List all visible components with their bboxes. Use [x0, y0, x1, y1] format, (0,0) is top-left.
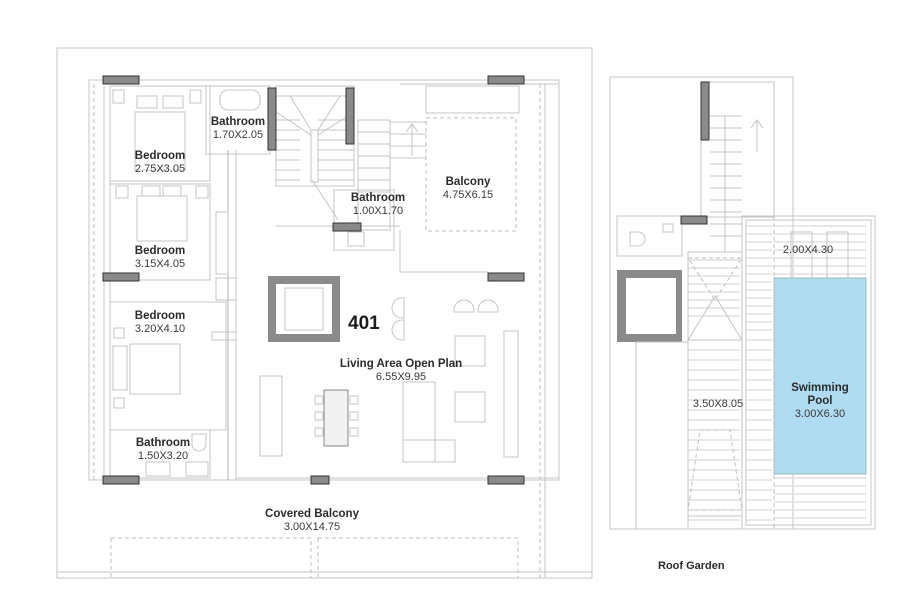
room-name: Bedroom: [134, 150, 186, 162]
main-floor-plan: [56, 47, 593, 579]
room-dims: 1.70X2.05: [212, 129, 264, 142]
roof-label-pool: Swimming Pool 3.00X6.30: [791, 382, 849, 421]
unit-number: 401: [348, 313, 380, 334]
roof-label-terrace: 3.50X8.05: [693, 398, 743, 411]
pool-water: [773, 277, 867, 475]
pool-name-line2: Pool: [807, 395, 833, 408]
pool-name-line1: Swimming: [791, 382, 849, 394]
room-dims: 1.50X3.20: [137, 450, 189, 463]
area-dims: 3.50X8.05: [692, 398, 744, 410]
room-dims: 4.75X6.15: [442, 189, 494, 202]
room-dims: 3.00X14.75: [283, 521, 341, 534]
room-label-bedroom-1: Bedroom 2.75X3.05: [135, 150, 185, 176]
room-label-bathroom-2: Bathroom 1.00X1.70: [351, 192, 405, 218]
room-name: Living Area Open Plan: [339, 358, 463, 370]
room-name: Bedroom: [134, 310, 186, 322]
room-name: Covered Balcony: [265, 508, 359, 520]
room-name: Bathroom: [135, 437, 191, 449]
room-dims: 6.55X9.95: [375, 371, 427, 384]
room-name: Bedroom: [134, 245, 186, 257]
area-dims: 2.00X4.30: [782, 244, 834, 256]
room-name: Bathroom: [350, 192, 406, 204]
room-label-living-area: Living Area Open Plan 6.55X9.95: [340, 358, 462, 384]
room-name: Balcony: [445, 176, 491, 188]
roof-label-deck: 2.00X4.30: [783, 244, 833, 257]
roof-plan: [609, 76, 876, 530]
room-label-bedroom-2: Bedroom 3.15X4.05: [135, 245, 185, 271]
room-label-balcony: Balcony 4.75X6.15: [443, 176, 493, 202]
room-dims: 2.75X3.05: [134, 163, 186, 176]
room-label-bathroom-3: Bathroom 1.50X3.20: [136, 437, 190, 463]
room-name: Bathroom: [210, 116, 266, 128]
roof-garden-caption: Roof Garden: [658, 560, 725, 572]
pool-dims: 3.00X6.30: [794, 408, 846, 421]
room-label-bathroom-1: Bathroom 1.70X2.05: [211, 116, 265, 142]
room-label-covered-balcony: Covered Balcony 3.00X14.75: [265, 508, 359, 534]
room-dims: 3.20X4.10: [134, 323, 186, 336]
room-label-bedroom-3: Bedroom 3.20X4.10: [135, 310, 185, 336]
room-dims: 1.00X1.70: [352, 205, 404, 218]
room-dims: 3.15X4.05: [134, 258, 186, 271]
